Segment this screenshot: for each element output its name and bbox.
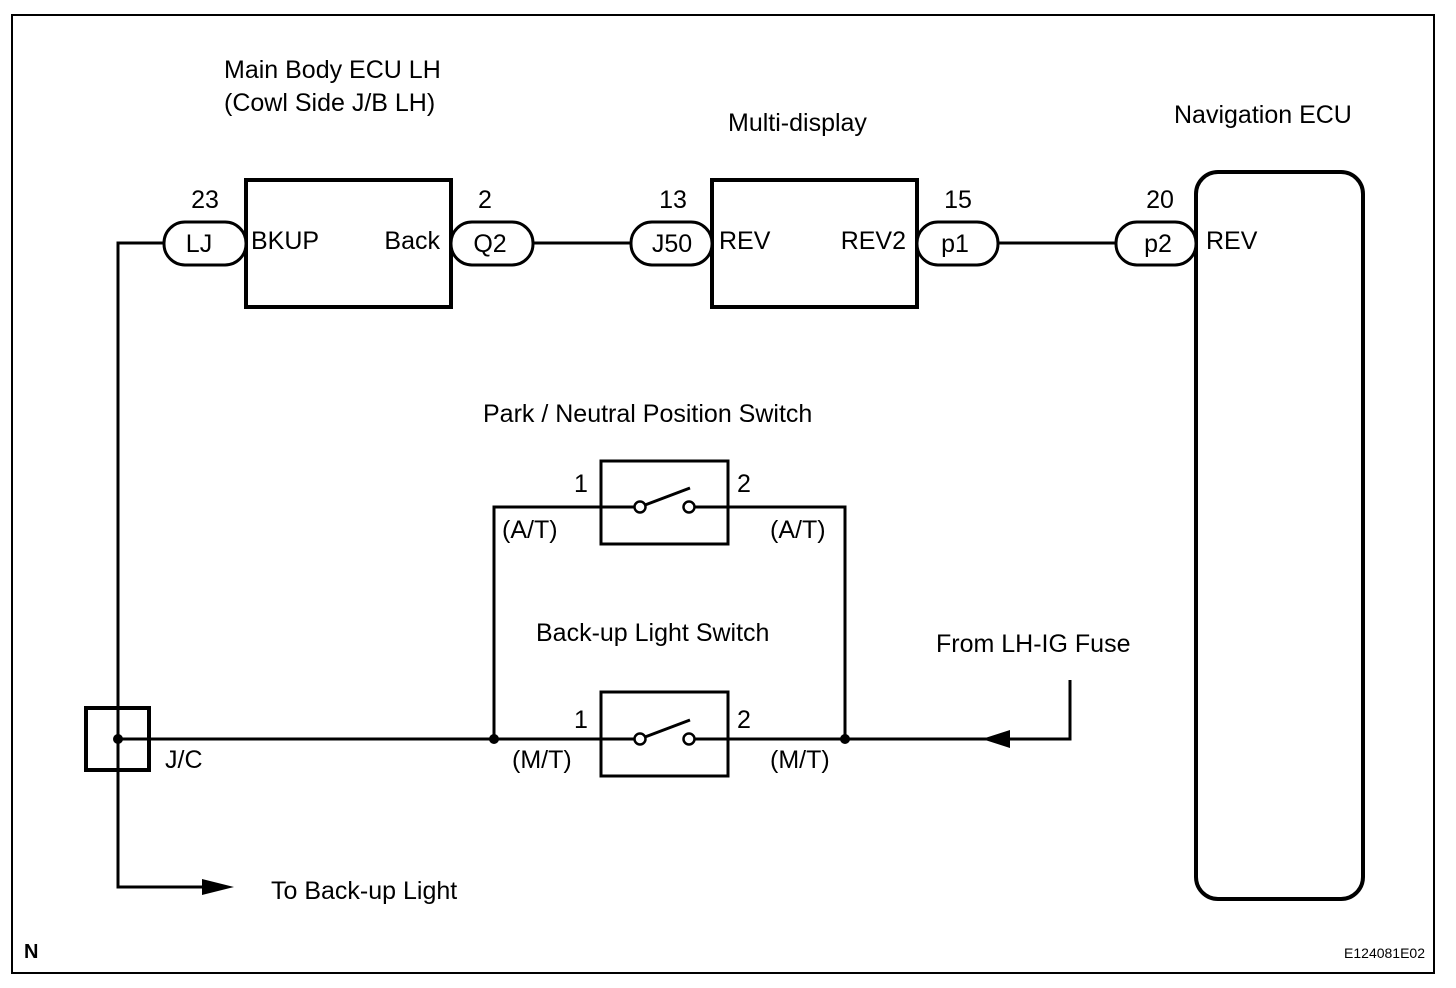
bl-pin-2: 2 xyxy=(737,706,751,734)
backup-light-switch-box xyxy=(599,690,730,778)
connector-p1-label: p1 xyxy=(941,230,969,258)
terminal-bkup: BKUP xyxy=(251,227,319,255)
bl-switch-contact-arm xyxy=(644,718,691,739)
main-body-ecu-title: Main Body ECU LH xyxy=(224,56,441,84)
connector-j50 xyxy=(629,220,714,267)
backup-light-switch-title: Back-up Light Switch xyxy=(536,619,769,647)
fuse-source-label: From LH-IG Fuse xyxy=(936,630,1130,658)
navigation-ecu-title: Navigation ECU xyxy=(1174,101,1352,129)
pn-switch-contact-right xyxy=(682,500,696,514)
junction-dot-right xyxy=(840,734,850,744)
pn-switch-contact-left xyxy=(633,500,647,514)
connector-lj xyxy=(162,220,248,267)
wire-bkup-to-backup-light xyxy=(116,241,205,889)
bl-pin-1: 1 xyxy=(574,706,588,734)
pin-number-13: 13 xyxy=(659,186,687,214)
connector-lj-label: LJ xyxy=(186,230,212,258)
junction-label: J/C xyxy=(165,746,203,774)
pn-variant-left: (A/T) xyxy=(502,516,558,544)
bl-switch-contact-right xyxy=(682,732,696,746)
figure-code: E124081E02 xyxy=(1344,945,1425,961)
diagram-frame xyxy=(11,14,1435,974)
wire-loop-left xyxy=(492,505,603,739)
wire-loop-right xyxy=(728,505,847,739)
wire-switch-to-fuse xyxy=(728,680,1072,741)
pn-pin-2: 2 xyxy=(737,470,751,498)
junction-dot-jc xyxy=(113,734,123,744)
bl-switch-contact-left xyxy=(633,732,647,746)
junction-connector-box xyxy=(84,706,151,772)
multi-display-title: Multi-display xyxy=(728,109,867,137)
bl-variant-right: (M/T) xyxy=(770,746,830,774)
park-neutral-switch-title: Park / Neutral Position Switch xyxy=(483,400,812,428)
terminal-rev-nav: REV xyxy=(1206,227,1258,255)
corner-mark: N xyxy=(24,941,38,963)
main-body-ecu-subtitle: (Cowl Side J/B LH) xyxy=(224,89,435,117)
pin-number-2: 2 xyxy=(478,186,492,214)
pin-number-20: 20 xyxy=(1146,186,1174,214)
connector-p1 xyxy=(915,220,1000,267)
connector-q2-label: Q2 xyxy=(473,230,506,258)
backup-light-target-label: To Back-up Light xyxy=(271,877,457,905)
arrow-to-backup-light xyxy=(202,879,234,895)
connector-p2-label: p2 xyxy=(1144,230,1172,258)
terminal-back: Back xyxy=(384,227,440,255)
navigation-ecu-box xyxy=(1194,170,1365,901)
bl-variant-left: (M/T) xyxy=(512,746,572,774)
pn-pin-1: 1 xyxy=(574,470,588,498)
pin-number-23: 23 xyxy=(191,186,219,214)
connector-j50-label: J50 xyxy=(652,230,692,258)
pn-variant-right: (A/T) xyxy=(770,516,826,544)
terminal-rev2: REV2 xyxy=(841,227,906,255)
arrow-from-fuse xyxy=(982,730,1010,748)
pn-switch-contact-arm xyxy=(644,486,691,507)
connector-q2 xyxy=(449,220,535,267)
terminal-rev-multi: REV xyxy=(719,227,771,255)
pin-number-15: 15 xyxy=(944,186,972,214)
connector-p2 xyxy=(1114,220,1198,267)
junction-dot-left xyxy=(489,734,499,744)
park-neutral-switch-box xyxy=(599,459,730,546)
